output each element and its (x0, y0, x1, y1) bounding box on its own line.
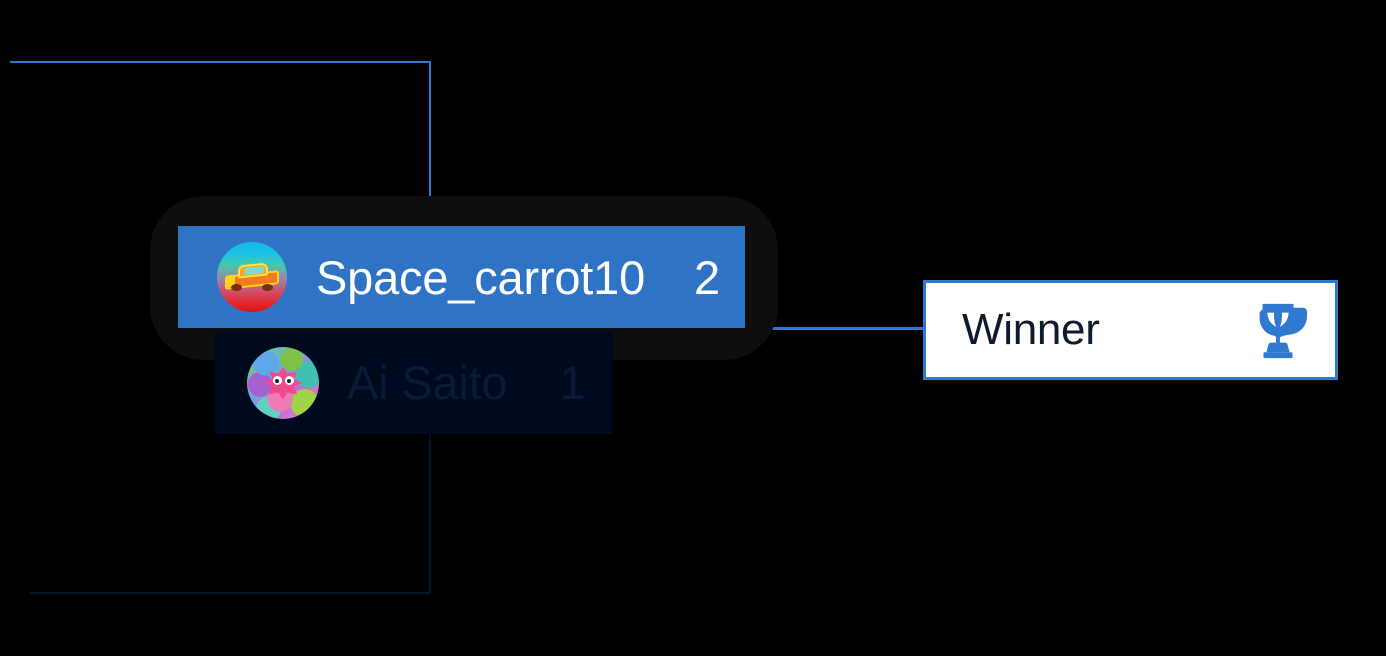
leaderboard-row-name: Space_carrot10 (316, 250, 646, 304)
leaderboard-row-second[interactable]: Ai Saito 1 (215, 331, 613, 434)
winner-callout-label: Winner (962, 305, 1100, 354)
winner-callout: Winner (923, 280, 1338, 380)
leaderboard-row-name: Ai Saito (347, 356, 508, 409)
annotation-connector-winner-leader (744, 327, 926, 330)
puzzle-creature-pupil-left (275, 378, 279, 383)
annotation-connector-top-horizontal (10, 61, 431, 63)
puzzle-creature-shape (264, 367, 302, 400)
car-wheel-front-shape (231, 284, 242, 291)
annotation-connector-top-vertical (429, 61, 431, 228)
puzzle-creature-avatar-icon (247, 346, 319, 419)
leaderboard-row-score: 2 (694, 250, 721, 304)
annotation-connector-bottom-horizontal (30, 592, 430, 594)
leaderboard-row-winner[interactable]: Space_carrot10 2 (178, 226, 745, 328)
car-avatar-icon (217, 242, 287, 312)
car-glyph (225, 262, 279, 291)
car-wheel-rear-shape (262, 284, 273, 291)
puzzle-creature-pupil-right (287, 378, 291, 383)
leaderboard-row-score: 1 (559, 356, 586, 409)
trophy-icon (1259, 303, 1308, 359)
annotation-connector-bottom-vertical (429, 434, 431, 594)
